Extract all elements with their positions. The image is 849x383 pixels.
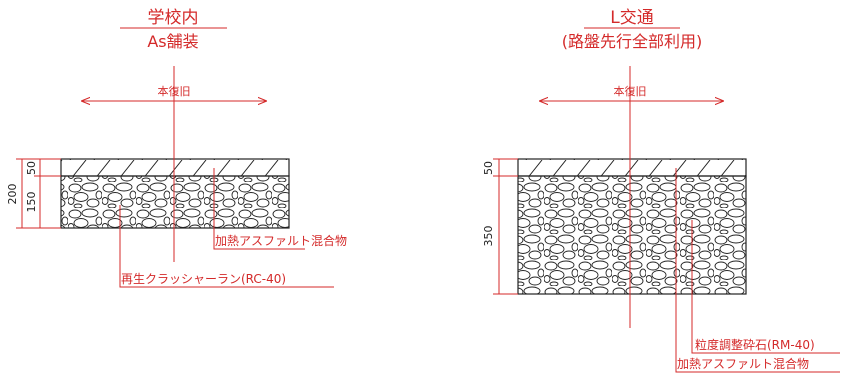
left-dim-surface: 50 — [25, 161, 38, 175]
right-base-layer — [517, 175, 747, 295]
right-subtitle: (路盤先行全部利用) — [562, 32, 703, 51]
left-label-base: 再生クラッシャーラン(RC-40) — [121, 272, 286, 286]
right-asphalt-layer — [517, 158, 747, 177]
left-base-layer — [60, 175, 290, 229]
right-leader-surface — [675, 168, 840, 373]
left-label-surface: 加熱アスファルト混合物 — [215, 233, 347, 248]
left-subtitle: As舗装 — [147, 32, 198, 51]
left-section: 学校内 As舗装 本復旧 200 50 150 加熱アスファルト混合物 再生クラ… — [6, 8, 347, 288]
right-leader-base — [691, 220, 840, 354]
left-leader-base — [119, 205, 334, 288]
left-asphalt-layer — [60, 158, 290, 177]
left-title: 学校内 — [148, 8, 199, 28]
left-dim-base: 150 — [25, 192, 38, 213]
right-title: L交通 — [610, 8, 653, 28]
right-section: L交通 (路盤先行全部利用) 本復旧 50 350 粒度調整砕石(RM-40) … — [482, 8, 840, 373]
right-dim-surface: 50 — [482, 161, 495, 175]
right-label-surface: 加熱アスファルト混合物 — [677, 356, 809, 371]
left-dim-total: 200 — [6, 184, 19, 205]
left-leader-surface — [213, 168, 305, 250]
right-label-base: 粒度調整砕石(RM-40) — [695, 337, 815, 352]
right-dim-base: 350 — [482, 226, 495, 247]
